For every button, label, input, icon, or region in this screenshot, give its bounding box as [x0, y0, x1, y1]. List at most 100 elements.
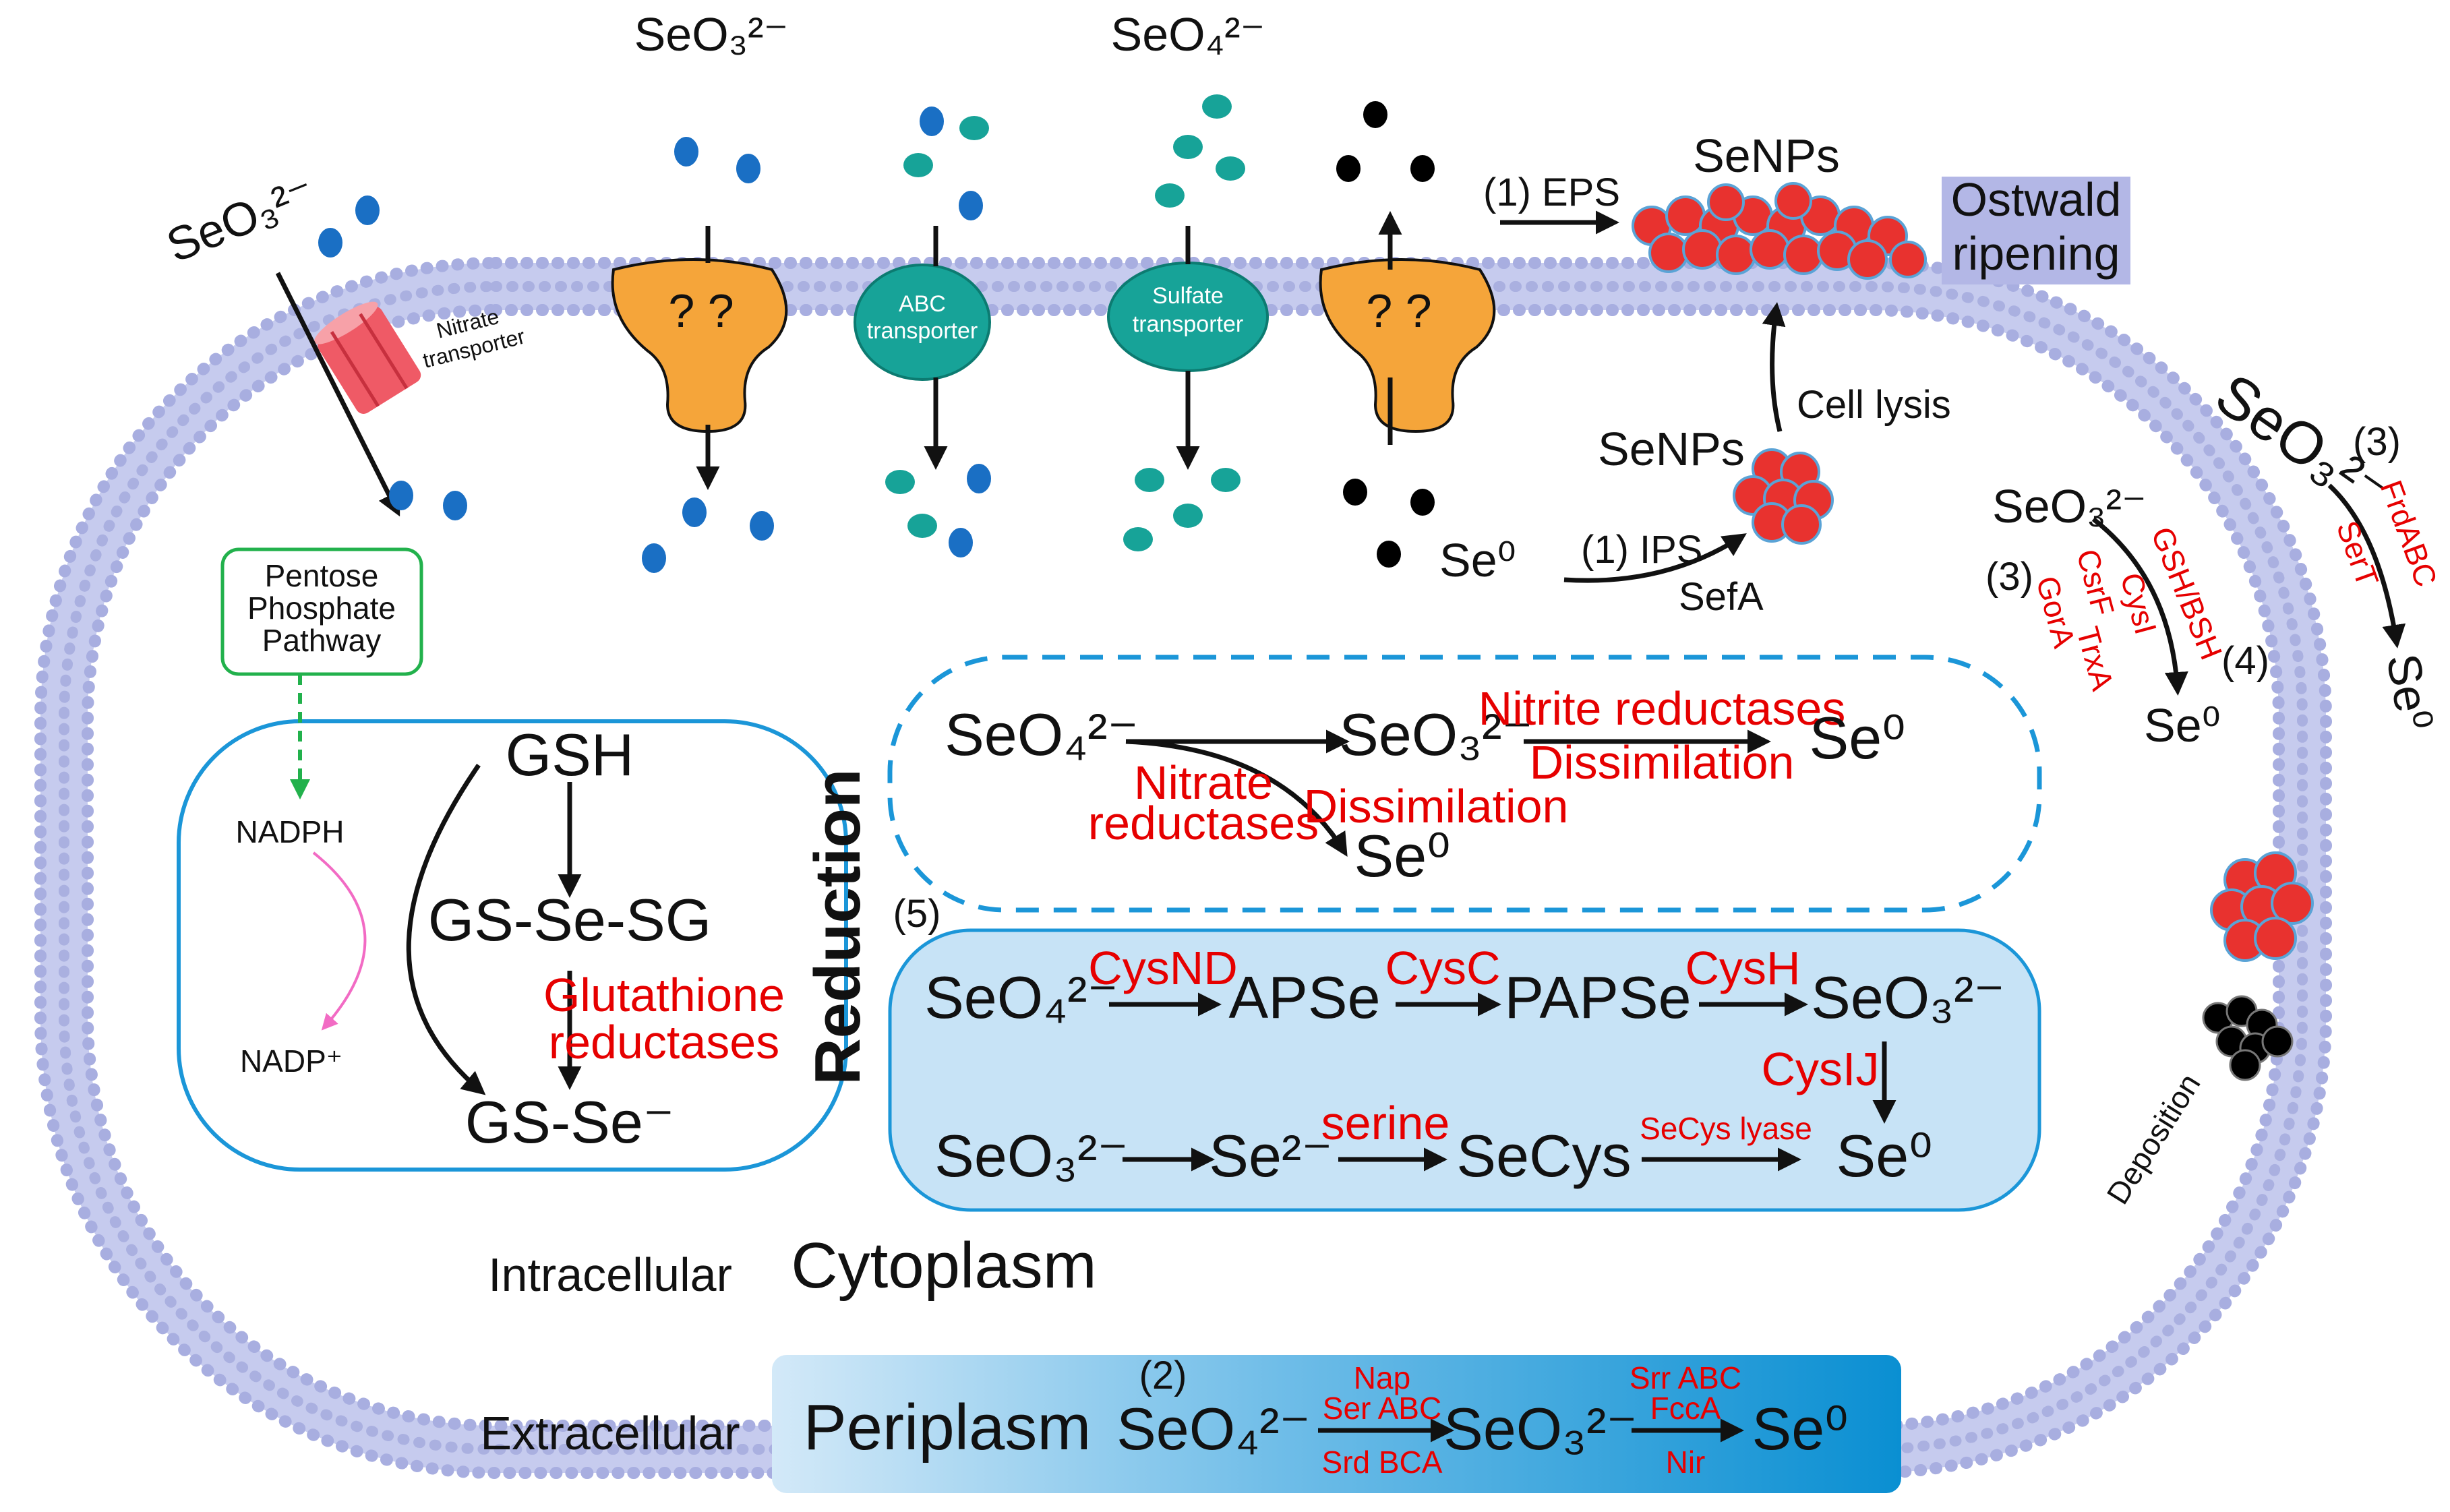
unknown-transporter-1	[611, 258, 788, 433]
peri-seo3-label: SeO₃²⁻	[1443, 1395, 1638, 1462]
selenite-ion	[642, 543, 666, 573]
seo4-top-label: SeO₄²⁻	[1111, 8, 1265, 61]
selenate-ion	[1155, 183, 1185, 208]
selenate-ion	[907, 514, 937, 538]
se0-particle	[1377, 541, 1401, 568]
reduction-label: Reduction	[802, 768, 874, 1085]
senps-cluster-lysis	[1733, 448, 1834, 545]
sert-label: SerT	[2330, 516, 2386, 591]
dissim-seo4-label: SeO₄²⁻	[945, 701, 1139, 768]
gsh-bsh-label: GSH/BSH	[2145, 522, 2230, 664]
seo3-left-label: SeO₃²⁻	[159, 166, 322, 272]
ips-label: (1) IPS	[1581, 528, 1703, 572]
dissim-se0-label-a: Se⁰	[1810, 704, 1906, 771]
cysi-label: CysI	[2114, 569, 2163, 638]
nap-label: Nap	[1354, 1360, 1410, 1395]
unknown-label-2: ? ?	[1366, 284, 1431, 337]
srdbca-label: Srd BCA	[1322, 1445, 1443, 1480]
ppp-label-1: Pentose	[265, 558, 379, 593]
senps-top-label: SeNPs	[1693, 129, 1840, 182]
senps-cluster-top	[1632, 182, 1927, 280]
se0-particle	[1343, 479, 1367, 506]
selenate-ion	[1173, 504, 1203, 528]
se0-particle	[1410, 489, 1435, 516]
nadp-label: NADP⁺	[240, 1044, 342, 1079]
abc-transporter-label-2: transporter	[867, 318, 978, 344]
ostwald-label-2: ripening	[1952, 227, 2120, 280]
se0-cluster-deposition	[2202, 995, 2294, 1081]
senps-cluster-deposition	[2210, 851, 2314, 962]
gsh-label: GSH	[506, 721, 634, 788]
dissimilation-box	[887, 655, 2042, 913]
selenate-ions	[885, 94, 1245, 551]
selenate-ion	[1211, 468, 1241, 492]
se0-particle	[1410, 155, 1435, 182]
nadph-to-nadp-arrow	[312, 851, 367, 1031]
gssg-label: GS-Se-SG	[428, 886, 712, 953]
num3a-label: (3)	[2353, 420, 2401, 464]
apse-label: APSe	[1228, 964, 1380, 1031]
extracellular-label: Extracellular	[480, 1407, 740, 1459]
selenate-ion	[1202, 94, 1232, 119]
selenate-ion	[959, 116, 989, 140]
se0-particle	[1336, 155, 1361, 182]
num5-label: (5)	[893, 892, 941, 936]
cysc-label: CysC	[1385, 942, 1500, 994]
seo3-right-label: SeO₃²⁻	[1992, 480, 2147, 533]
trxa-label: TrxA	[2070, 623, 2120, 694]
selenite-ion	[967, 464, 991, 493]
periplasm-box	[772, 1355, 1901, 1493]
selenite-ion	[355, 195, 380, 225]
selenite-ion	[443, 491, 467, 520]
assim-seo3-label: SeO₃²⁻	[1811, 964, 2005, 1031]
nir-label: Nir	[1666, 1445, 1706, 1480]
nitrate-transporter	[313, 301, 421, 414]
sulfate-transporter-label-1: Sulfate	[1152, 283, 1224, 309]
unknown-transporter-2	[1319, 258, 1496, 433]
selenite-ion	[682, 497, 707, 527]
se0-right-label: Se⁰	[2144, 699, 2221, 752]
ppp-label-2: Phosphate	[247, 591, 396, 626]
selenite-ion	[750, 511, 774, 541]
assimilation-box	[888, 928, 2041, 1212]
papse-label: PAPSe	[1504, 964, 1691, 1031]
gsse-label: GS-Se⁻	[465, 1089, 675, 1155]
gsh-box	[177, 719, 848, 1172]
nitrite-reductases-label: Nitrite reductases	[1478, 682, 1846, 735]
se0-ips-label: Se⁰	[1439, 534, 1516, 586]
selenate-ion	[1216, 156, 1245, 181]
selenate-ion	[903, 153, 933, 177]
ppp-label-3: Pathway	[262, 623, 381, 658]
cysij-label: CysIJ	[1762, 1043, 1880, 1095]
se0-rotated-label: Se⁰	[2377, 650, 2442, 735]
selenite-ion	[318, 228, 342, 258]
selenite-ions	[318, 107, 991, 573]
cysh-label: CysH	[1685, 942, 1800, 994]
num3b-label: (3)	[1985, 555, 2033, 599]
cysnd-label: CysND	[1088, 942, 1238, 994]
nadph-label: NADPH	[235, 814, 344, 849]
srrabc-label: Srr ABC	[1630, 1360, 1741, 1395]
abc-transporter	[854, 264, 991, 381]
unknown-label-1: ? ?	[668, 284, 734, 337]
num2-label: (2)	[1139, 1354, 1187, 1397]
peri-se0-label: Se⁰	[1752, 1395, 1849, 1462]
dissim-se0-label-b: Se⁰	[1354, 822, 1451, 889]
selenite-ion	[949, 528, 973, 557]
nitrate-reductases-label-2: reductases	[1088, 797, 1319, 849]
secys-label: SeCys	[1456, 1122, 1631, 1189]
intracellular-label: Intracellular	[488, 1248, 732, 1301]
selenite-ion	[389, 481, 413, 510]
cell-lysis-label: Cell lysis	[1797, 383, 1951, 427]
assim-seo3b-label: SeO₃²⁻	[934, 1122, 1129, 1189]
sulfate-transporter-label-2: transporter	[1133, 311, 1243, 337]
selenate-ion	[1135, 468, 1164, 492]
selenate-ion	[1123, 527, 1153, 551]
abc-transporter-label-1: ABC	[899, 291, 946, 317]
selenate-ion	[885, 470, 915, 494]
transport-arrows	[275, 210, 1619, 517]
selenite-ion	[674, 137, 698, 167]
peri-seo4-label: SeO₄²⁻	[1116, 1395, 1311, 1462]
fcca-label: FccA	[1650, 1391, 1721, 1426]
dissim-seo3-label: SeO₃²⁻	[1339, 701, 1533, 768]
